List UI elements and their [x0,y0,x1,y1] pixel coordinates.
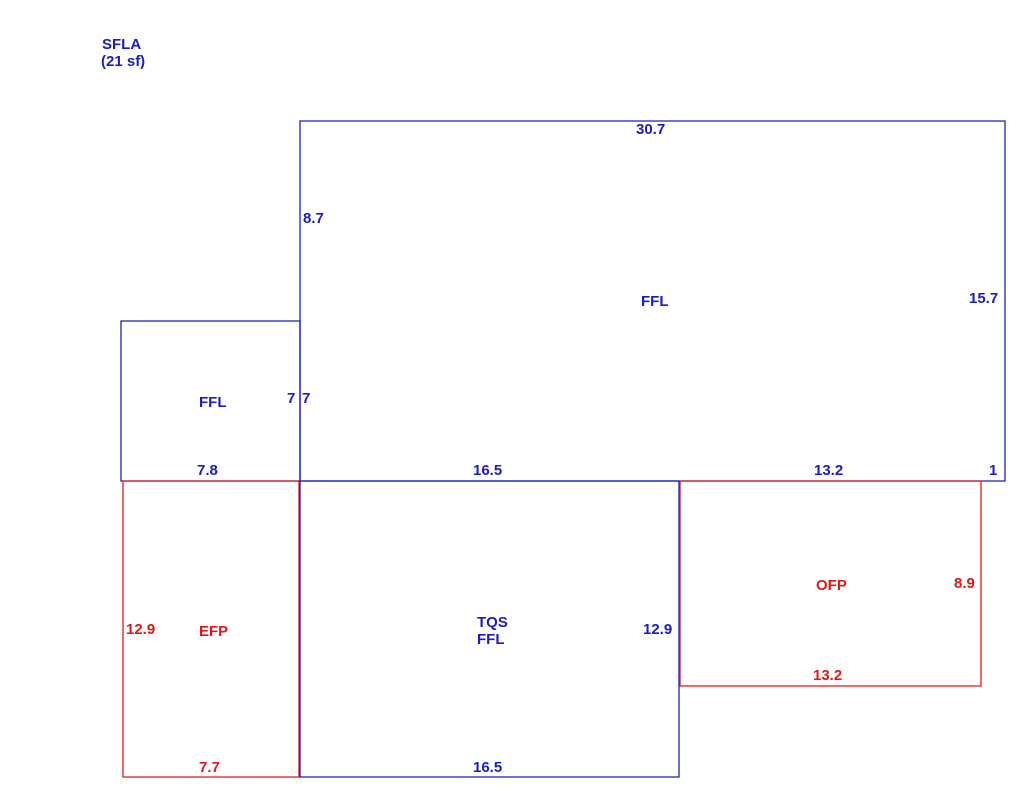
side-ffl-dim-right: 7 [287,390,295,407]
efp-outline [122,480,300,778]
efp-dim-left: 12.9 [126,621,155,638]
tqs-dim-right: 12.9 [643,621,672,638]
tqs-ffl-label: FFL [477,631,505,648]
main-ffl-dim-bottom-c: 1 [989,462,997,479]
main-ffl-dim-left-lower: 7 [302,390,310,407]
sfla-title: SFLA [102,36,141,53]
ofp-outline [679,480,982,687]
tqs-dim-bottom: 16.5 [473,759,502,776]
efp-label: EFP [199,623,228,640]
side-ffl-dim-bottom: 7.8 [197,462,218,479]
ofp-label: OFP [816,577,847,594]
ofp-dim-bottom: 13.2 [813,667,842,684]
efp-dim-bottom: 7.7 [199,759,220,776]
main-ffl-label: FFL [641,293,669,310]
tqs-ffl-outline [299,480,680,778]
main-ffl-dim-top: 30.7 [636,121,665,138]
main-ffl-dim-bottom-a: 16.5 [473,462,502,479]
main-ffl-dim-left: 8.7 [303,210,324,227]
ofp-dim-right: 8.9 [954,575,975,592]
sfla-area: (21 sf) [101,53,145,70]
main-ffl-dim-bottom-b: 13.2 [814,462,843,479]
tqs-label: TQS [477,614,508,631]
side-ffl-label: FFL [199,394,227,411]
main-ffl-dim-right: 15.7 [969,290,998,307]
